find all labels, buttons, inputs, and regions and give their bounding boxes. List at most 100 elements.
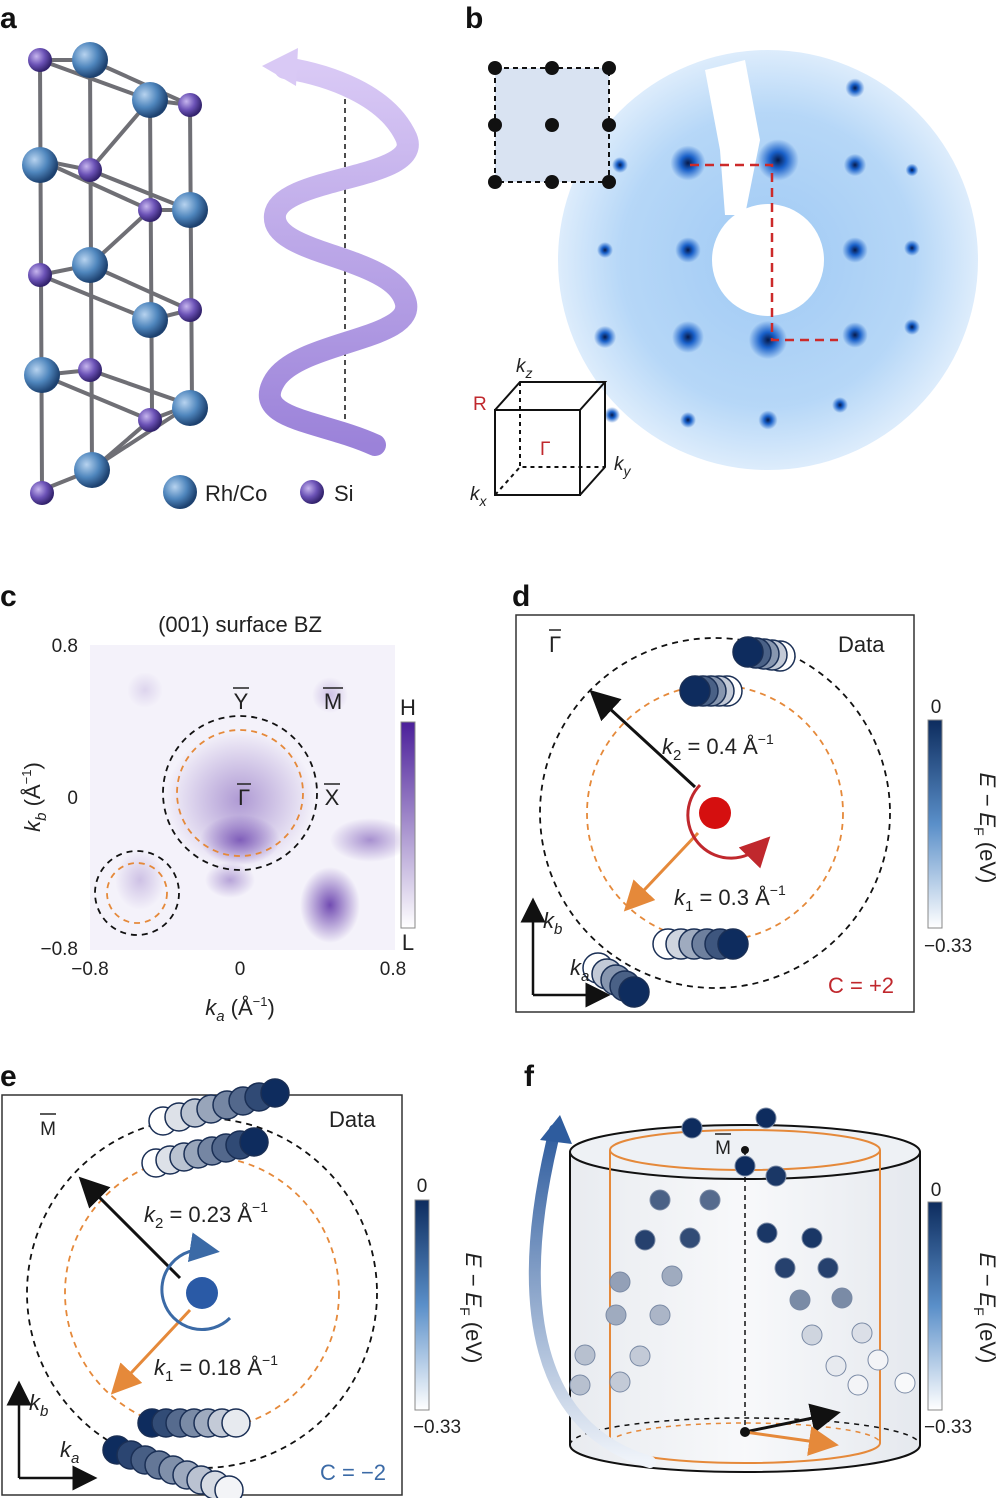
ytick-bottom: −0.8 <box>40 939 78 960</box>
panel-e-cbar-top: 0 <box>417 1176 428 1197</box>
x-bar-label: X <box>325 785 340 810</box>
diffraction-spot <box>842 237 868 263</box>
weyl-node-positive <box>699 797 731 829</box>
band-point <box>260 1078 290 1108</box>
band-point <box>221 1408 251 1438</box>
band-point <box>618 976 650 1008</box>
panel-a: a <box>0 2 419 509</box>
si-label: Si <box>334 481 354 506</box>
band-sphere <box>734 1155 756 1177</box>
band-sphere <box>679 1227 701 1249</box>
panel-d-ka: ka <box>570 955 589 985</box>
panel-e-k1: k1 = 0.18 Å−1 <box>154 1352 278 1385</box>
band-sphere <box>801 1324 823 1346</box>
chirality-spiral <box>258 48 419 456</box>
kz-label: kz <box>516 356 533 381</box>
panel-f-cbar-top: 0 <box>931 1180 942 1201</box>
band-sphere <box>789 1289 811 1311</box>
band-sphere <box>851 1322 873 1344</box>
band-sphere <box>825 1355 847 1377</box>
band-point <box>214 1475 244 1498</box>
band-sphere <box>817 1257 839 1279</box>
band-sphere <box>569 1374 591 1396</box>
m-bar-label: M <box>324 689 342 714</box>
panel-c-colorbar: H L <box>400 695 416 955</box>
band-sphere <box>774 1257 796 1279</box>
panel-e-point: M <box>40 1119 56 1140</box>
band-point <box>732 636 764 668</box>
panel-d-k2: k2 = 0.4 Å−1 <box>662 731 774 764</box>
diffraction-spot <box>680 412 696 428</box>
panel-e-letter: e <box>0 1060 17 1093</box>
colorbar-low: L <box>402 930 414 955</box>
panel-c-xlabel: ka (Å−1) <box>205 994 275 1025</box>
big-curved-arrow <box>528 1124 656 1468</box>
bulk-bz-cube <box>494 381 608 496</box>
panel-e-cbar-label: E − EF (eV) <box>457 1253 486 1364</box>
band-sphere <box>574 1344 596 1366</box>
panel-f-cbar-label: E − EF (eV) <box>971 1253 1000 1364</box>
panel-c-letter: c <box>0 580 17 613</box>
band-sphere <box>765 1165 787 1187</box>
diffraction-spot <box>832 397 848 413</box>
r-point-label: R <box>473 394 487 415</box>
kx-label: kx <box>470 484 488 509</box>
diffraction-spot <box>904 240 920 256</box>
panel-e-k2: k2 = 0.23 Å−1 <box>144 1199 268 1232</box>
band-point <box>717 928 749 960</box>
band-sphere <box>894 1372 916 1394</box>
panel-c-ylabel: kb (Å−1) <box>19 762 50 832</box>
panel-c: c (001) surface BZ Y M X Γ <box>0 580 416 1025</box>
diffraction-spot <box>593 325 617 349</box>
diffraction-spot <box>842 322 868 348</box>
band-sphere <box>649 1304 671 1326</box>
leed-pattern <box>558 50 978 470</box>
panel-c-axes: 0.8 0 −0.8 −0.8 0 0.8 ka (Å−1) kb (Å−1) <box>19 636 406 1025</box>
panel-e-ka: ka <box>60 1437 79 1467</box>
panel-e-kb: kb <box>29 1390 48 1420</box>
diffraction-spot <box>612 157 628 173</box>
band-sphere <box>609 1271 631 1293</box>
band-sphere <box>629 1345 651 1367</box>
xtick-right: 0.8 <box>380 959 406 980</box>
band-sphere <box>756 1222 778 1244</box>
panel-e-colorbar: 0 −0.33 E − EF (eV) <box>413 1176 486 1438</box>
band-sphere <box>801 1227 823 1249</box>
diffraction-spot <box>758 410 778 430</box>
panel-e-kaxes: kb ka <box>6 1380 98 1491</box>
panel-e-cbar-bottom: −0.33 <box>413 1417 461 1438</box>
gamma-bar-label: Γ <box>238 785 250 810</box>
weyl-node-negative <box>186 1277 218 1309</box>
ytick-top: 0.8 <box>52 636 78 657</box>
diffraction-spot <box>675 237 701 263</box>
diffraction-spot <box>904 319 920 335</box>
band-sphere <box>867 1349 889 1371</box>
panel-f-point: M <box>715 1138 731 1159</box>
rh-co-legend-icon <box>163 475 197 509</box>
band-sphere <box>699 1189 721 1211</box>
arpes-map <box>90 645 410 950</box>
panel-d-cbar-label: E − EF (eV) <box>971 773 1000 884</box>
diffraction-spot <box>604 407 620 423</box>
crystal-structure <box>33 58 197 492</box>
rh-co-label: Rh/Co <box>205 481 267 506</box>
band-sphere <box>681 1117 703 1139</box>
panel-d-colorbar: 0 −0.33 E − EF (eV) <box>924 697 1000 957</box>
band-sphere <box>649 1189 671 1211</box>
cylinder <box>569 1124 921 1473</box>
panel-b-letter: b <box>465 2 483 35</box>
panel-a-letter: a <box>0 2 17 35</box>
band-point <box>239 1127 269 1157</box>
panel-d-frame <box>515 614 915 1013</box>
panel-d-cbar-top: 0 <box>931 697 942 718</box>
band-sphere <box>831 1287 853 1309</box>
rh-co-atoms <box>22 42 208 488</box>
panel-d-letter: d <box>512 580 530 613</box>
si-legend-icon <box>300 480 324 504</box>
panel-f-letter: f <box>524 1060 535 1093</box>
diffraction-spot <box>905 163 919 177</box>
panel-d-k1: k1 = 0.3 Å−1 <box>674 882 786 915</box>
band-sphere <box>634 1229 656 1251</box>
band-sphere <box>605 1304 627 1326</box>
